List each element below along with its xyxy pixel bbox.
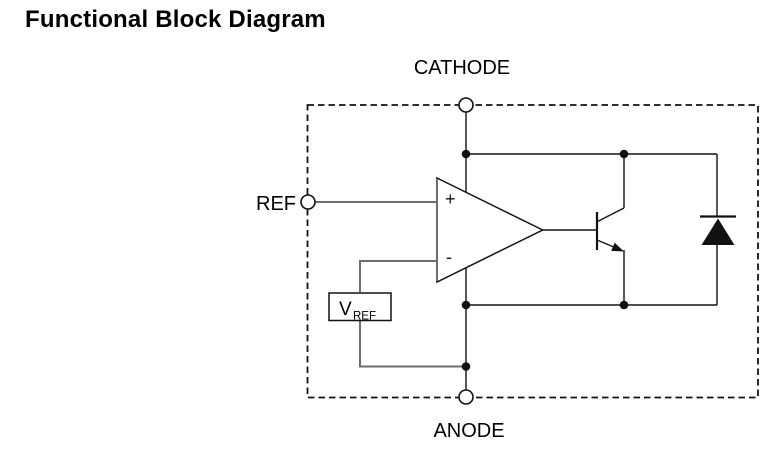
anode-terminal — [458, 389, 474, 405]
junction-dot — [461, 300, 471, 310]
junction-dot — [461, 362, 471, 371]
vref-source: V REF — [328, 292, 392, 323]
cathode-terminal — [458, 97, 474, 113]
vref-symbol: V — [339, 299, 352, 320]
junction-dot — [619, 300, 629, 310]
junction-dot — [461, 149, 471, 159]
opamp-plus-sign: + — [445, 189, 456, 209]
npn-transistor — [542, 154, 625, 305]
transistor-emitter — [596, 239, 617, 249]
junction-dot — [619, 149, 629, 159]
transistor-emitter-arrow-icon — [611, 242, 624, 252]
ref-terminal — [300, 194, 316, 210]
vref-box — [328, 292, 392, 322]
opamp-minus-sign: - — [446, 247, 452, 267]
page-title: Functional Block Diagram — [25, 6, 326, 33]
vref-feedback-wire — [359, 321, 466, 368]
anode-label: ANODE — [433, 420, 504, 442]
transistor-collector — [597, 207, 625, 223]
ic-boundary-box — [306, 104, 759, 399]
diode — [700, 154, 736, 305]
inverting-input-wire — [359, 260, 437, 292]
ref-label: REF — [256, 193, 296, 215]
cathode-label: CATHODE — [414, 57, 510, 79]
vref-subscript: REF — [353, 311, 376, 323]
opamp: + - — [436, 176, 545, 284]
diode-triangle-icon — [701, 218, 735, 245]
